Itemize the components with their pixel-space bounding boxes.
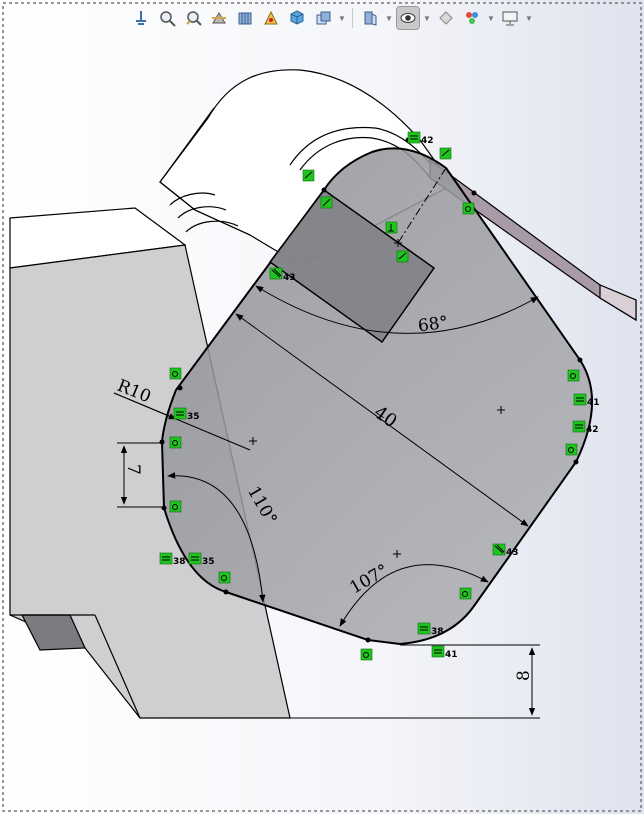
- chevron-down-icon[interactable]: ▼: [385, 13, 393, 23]
- chevron-down-icon[interactable]: ▼: [338, 13, 346, 23]
- dimension-vertical-right[interactable]: 8: [290, 644, 540, 719]
- relation-parallel-icon[interactable]: 43: [269, 267, 296, 283]
- svg-text:42: 42: [586, 425, 599, 435]
- svg-text:68°: 68°: [417, 313, 450, 337]
- dimension-vertical-left[interactable]: 7: [117, 442, 162, 508]
- view-settings-icon[interactable]: [435, 7, 457, 29]
- display-style-icon[interactable]: [286, 7, 308, 29]
- monitor-icon[interactable]: [499, 7, 521, 29]
- view-orientation-icon[interactable]: [260, 7, 282, 29]
- zoom-to-area-icon[interactable]: [156, 7, 178, 29]
- sketch-relations[interactable]: 42 43 35 41 42 38 35 43 38 41: [159, 131, 600, 661]
- svg-text:42: 42: [421, 136, 434, 146]
- relation-fix-icon[interactable]: [439, 147, 452, 160]
- svg-text:41: 41: [445, 650, 458, 660]
- relation-coincident-icon[interactable]: [320, 196, 333, 209]
- svg-text:43: 43: [283, 273, 296, 283]
- relation-equal-icon[interactable]: 41: [573, 393, 600, 408]
- dynamic-annotation-icon[interactable]: [234, 7, 256, 29]
- heads-up-view-toolbar: ▼ ▼ ▼ ▼ ▼: [130, 4, 533, 32]
- svg-text:38: 38: [431, 627, 444, 637]
- zoom-to-fit-icon[interactable]: [130, 7, 152, 29]
- relation-equal-icon[interactable]: 38: [159, 552, 186, 567]
- apply-scene-icon[interactable]: [396, 6, 420, 30]
- scene-icon[interactable]: [461, 7, 483, 29]
- relation-equal-icon[interactable]: 35: [188, 552, 215, 567]
- svg-text:35: 35: [202, 557, 215, 567]
- relation-tangent-icon[interactable]: [169, 367, 182, 380]
- edit-appearance-icon[interactable]: [359, 7, 381, 29]
- relation-fix-icon[interactable]: [396, 250, 409, 263]
- svg-text:43: 43: [506, 548, 519, 558]
- relation-fix-icon[interactable]: [302, 169, 315, 182]
- section-view-icon[interactable]: [208, 7, 230, 29]
- relation-equal-icon[interactable]: 42: [407, 131, 434, 146]
- chevron-down-icon[interactable]: ▼: [525, 13, 533, 23]
- hide-show-items-icon[interactable]: [312, 7, 334, 29]
- chevron-down-icon[interactable]: ▼: [487, 13, 495, 23]
- relation-equal-icon[interactable]: 42: [572, 420, 599, 435]
- relation-tangent-icon[interactable]: [459, 587, 472, 600]
- relation-equal-icon[interactable]: 41: [431, 645, 458, 660]
- chevron-down-icon[interactable]: ▼: [423, 13, 431, 23]
- relation-tangent-icon[interactable]: [218, 571, 231, 584]
- previous-view-icon[interactable]: [182, 7, 204, 29]
- relation-perpendicular-icon[interactable]: [385, 221, 398, 234]
- svg-text:35: 35: [187, 412, 200, 422]
- toolbar-separator: [352, 8, 353, 28]
- svg-text:41: 41: [587, 398, 600, 408]
- svg-text:8: 8: [514, 670, 534, 681]
- relation-tangent-icon[interactable]: [565, 443, 578, 456]
- relation-equal-icon[interactable]: 35: [173, 407, 200, 422]
- svg-text:7: 7: [123, 464, 143, 475]
- relation-tangent-icon[interactable]: [567, 369, 580, 382]
- relation-tangent-icon[interactable]: [360, 648, 373, 661]
- relation-tangent-icon[interactable]: [169, 436, 182, 449]
- svg-text:38: 38: [173, 557, 186, 567]
- relation-equal-icon[interactable]: 38: [417, 622, 444, 637]
- relation-tangent-icon[interactable]: [169, 500, 182, 513]
- relation-parallel-icon[interactable]: 43: [492, 543, 519, 558]
- construction-line[interactable]: [397, 167, 447, 244]
- relation-tangent-icon[interactable]: [462, 202, 475, 215]
